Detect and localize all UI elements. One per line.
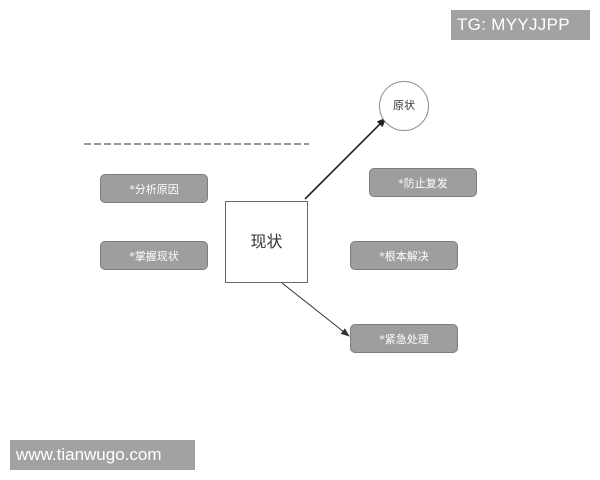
watermark-bottom: www.tianwugo.com	[10, 440, 195, 470]
step-emergency-handling: *紧急处理	[350, 324, 458, 353]
step-root-solution: *根本解决	[350, 241, 458, 270]
step-analyze-cause: *分析原因	[100, 174, 208, 203]
step-grasp-situation: *掌握现状	[100, 241, 208, 270]
watermark-top: TG: MYYJJPP	[451, 10, 590, 40]
step-prevent-recurrence: *防止复发	[369, 168, 477, 197]
current-situation-node: 现状	[225, 201, 308, 283]
arrow-to-emergency-handling	[281, 282, 350, 337]
arrow-to-root-cause	[304, 117, 387, 200]
root-cause-node: 原状	[379, 81, 429, 131]
